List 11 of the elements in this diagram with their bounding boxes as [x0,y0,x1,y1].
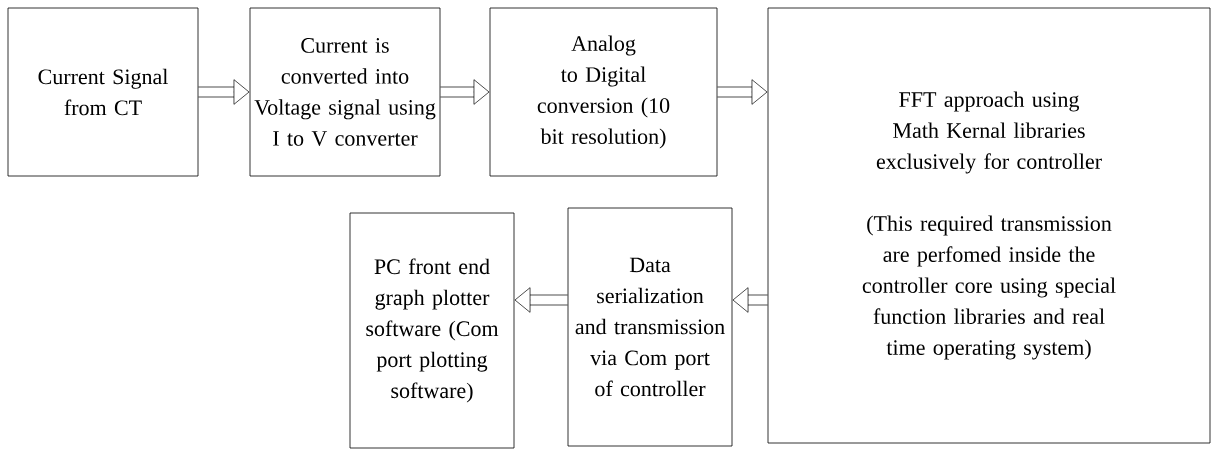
block-arrow [732,287,768,313]
process-box: Data serialization and transmission via Com port of controller [567,207,733,447]
block-arrow [514,287,568,313]
block-arrow [440,79,490,105]
block-arrow [198,79,250,105]
process-box: Analog to Digital conversion (10 bit resolution) [489,7,718,177]
process-box: PC front end graph plotter software (Com port plotting software) [349,212,515,449]
process-box: FFT approach using Math Kernal libraries exclusively for controller (This required transmission are perfomed inside the controller core using special function libraries and real time operating system) [767,7,1211,444]
block-arrow [717,79,768,105]
process-box: Current Signal from CT [7,7,199,177]
process-box: Current is converted into Voltage signal using I to V converter [249,7,441,177]
